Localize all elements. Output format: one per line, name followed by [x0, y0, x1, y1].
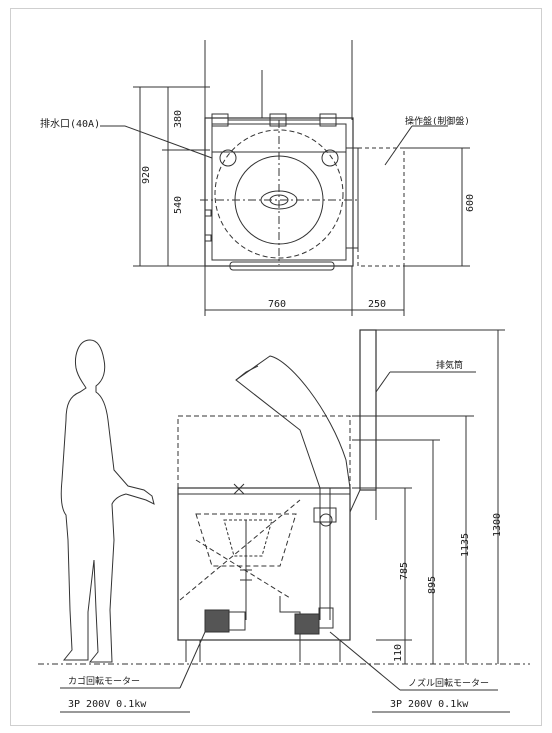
dim-540: 540	[173, 195, 185, 215]
dim-1300: 1300	[492, 512, 504, 538]
dim-250: 250	[368, 299, 387, 310]
dim-895: 895	[427, 575, 439, 595]
dim-760: 760	[268, 299, 287, 310]
dim-380: 380	[173, 109, 185, 129]
dim-110: 110	[393, 643, 405, 663]
exhaust-duct-label: 排気筒	[436, 361, 464, 371]
dim-600: 600	[465, 193, 477, 213]
basket-motor-name: カゴ回転モーター	[68, 677, 141, 687]
drain-outlet-label: 排水口(40A)	[40, 119, 101, 130]
nozzle-motor-name: ノズル回転モーター	[408, 679, 490, 689]
basket-motor-spec: 3P 200V 0.1kw	[68, 699, 147, 710]
dim-1135: 1135	[460, 532, 472, 558]
dim-785: 785	[399, 561, 411, 581]
nozzle-motor-spec: 3P 200V 0.1kw	[390, 699, 469, 710]
control-panel-label: 操作盤(制御盤)	[405, 117, 470, 127]
drawing-frame	[10, 8, 542, 726]
dim-920: 920	[141, 165, 153, 185]
